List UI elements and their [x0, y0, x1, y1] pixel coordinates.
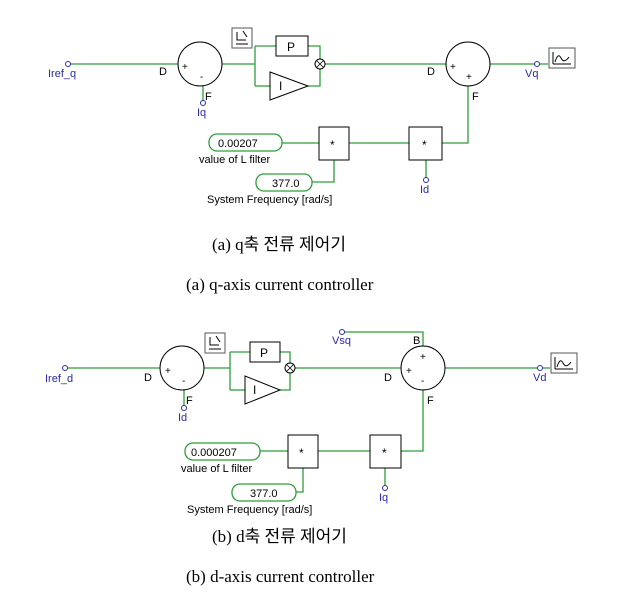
filter-constant[interactable]	[208, 133, 283, 152]
limiter-icon[interactable]	[231, 27, 253, 49]
feedback-label: Iq	[197, 107, 206, 119]
sign-minus-b2: -	[421, 376, 424, 387]
port-d-label-2: D	[427, 66, 435, 78]
caption-b-english: (b) d-axis current controller	[186, 567, 375, 586]
multiplier-d1-symbol: *	[299, 446, 304, 460]
multiplier-block-d2[interactable]	[369, 434, 402, 469]
adder-cross-icon-d	[286, 364, 294, 372]
input-ref-q-label: Iref_q	[48, 68, 76, 80]
sign-plus: +	[182, 62, 188, 73]
output-terminal-d[interactable]	[537, 365, 543, 371]
limiter-icon-d[interactable]	[204, 332, 226, 354]
multiplier-1-symbol: *	[330, 138, 335, 152]
frequency-value-d: 377.0	[250, 488, 278, 500]
multiplier-block-2[interactable]	[408, 126, 443, 161]
sum-junction-output-d[interactable]	[400, 345, 446, 391]
filter-value-d: 0.000207	[191, 447, 237, 459]
sign-minus-b: -	[182, 376, 185, 387]
caption-b-korean: (b) d축 전류 제어기	[212, 527, 347, 546]
vs-input-label: Vsq	[332, 335, 351, 347]
input-ref-q-terminal[interactable]	[65, 61, 71, 67]
sum-junction-error-d[interactable]	[159, 345, 205, 391]
multiplier-block-1[interactable]	[318, 126, 350, 161]
input-ref-d-label: Iref_d	[45, 373, 73, 385]
multiplier-block-d1[interactable]	[287, 434, 319, 469]
i-block-label: I	[279, 79, 282, 93]
sign-minus: -	[200, 72, 203, 83]
port-f-label-2: F	[472, 91, 479, 103]
port-f-label-b: F	[186, 395, 193, 407]
p-block-label-d: P	[260, 346, 268, 360]
frequency-constant[interactable]	[255, 173, 313, 192]
sum-junction-output-q[interactable]	[445, 41, 491, 87]
caption-a-korean: (a) q축 전류 제어기	[212, 235, 346, 254]
frequency-value: 377.0	[272, 178, 300, 190]
p-gain-block[interactable]	[275, 35, 309, 57]
feedback-label-d: Id	[178, 412, 187, 424]
port-f-label-b2: F	[427, 395, 434, 407]
output-label-q: Vq	[525, 68, 538, 80]
scope-icon[interactable]	[548, 47, 576, 69]
sum-junction-error-q[interactable]	[177, 41, 223, 87]
adder-cross-icon	[316, 60, 324, 68]
mult-input-label-d: Iq	[379, 492, 388, 504]
port-d-label-b: D	[144, 372, 152, 384]
multiplier-d2-symbol: *	[382, 446, 387, 460]
feedback-terminal[interactable]	[200, 100, 206, 106]
filter-label-d: value of L filter	[181, 463, 252, 475]
mult-input-terminal-d[interactable]	[382, 485, 388, 491]
input-ref-d-terminal[interactable]	[62, 365, 68, 371]
output-terminal-q[interactable]	[534, 61, 540, 67]
multiplier-2-symbol: *	[422, 138, 427, 152]
sign-plus-b: +	[165, 366, 171, 377]
p-block-label: P	[287, 40, 295, 54]
port-d-label-b2: D	[384, 372, 392, 384]
output-label-d: Vd	[533, 372, 546, 384]
frequency-constant-d[interactable]	[231, 483, 297, 502]
filter-value: 0.00207	[218, 138, 258, 150]
vs-input-terminal[interactable]	[339, 329, 345, 335]
feedback-terminal-d[interactable]	[181, 405, 187, 411]
sign-plus-b2: +	[420, 352, 426, 363]
port-b-label: B	[413, 335, 420, 347]
frequency-label-d: System Frequency [rad/s]	[187, 504, 312, 516]
sign-plus-2: +	[450, 62, 456, 73]
p-gain-block-d[interactable]	[249, 341, 281, 363]
mult-input-label: Id	[420, 184, 429, 196]
i-integrator-block[interactable]	[269, 71, 310, 101]
i-block-label-d: I	[253, 383, 256, 397]
wires-d	[65, 331, 550, 493]
diagram-d-axis: Iref_d D + - F Id P I Vsq B D + + - F Vd…	[45, 329, 578, 586]
frequency-label: System Frequency [rad/s]	[207, 194, 332, 206]
filter-constant-d[interactable]	[184, 442, 261, 461]
scope-icon-d[interactable]	[550, 352, 578, 374]
port-d-label: D	[159, 66, 167, 78]
caption-a-english: (a) q-axis current controller	[186, 275, 374, 294]
sign-plus-3: +	[466, 72, 472, 83]
mult-input-terminal[interactable]	[423, 177, 429, 183]
wires-q	[68, 45, 548, 183]
diagram-q-axis: Iref_q D + - F Iq P I D + + F Vq * *	[48, 27, 576, 294]
filter-label: value of L filter	[199, 154, 270, 166]
port-f-label: F	[205, 91, 212, 103]
sign-plus-b3: +	[406, 366, 412, 377]
i-integrator-block-d[interactable]	[244, 375, 282, 405]
